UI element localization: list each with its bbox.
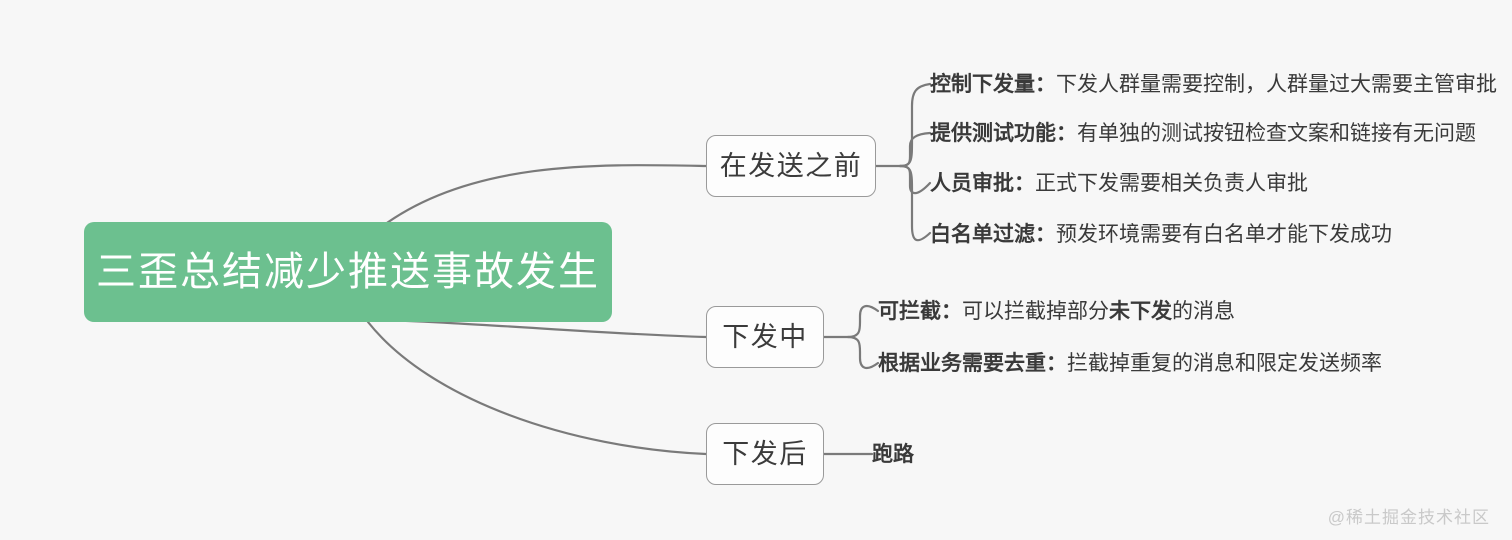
leaf-1-1-value: 拦截掉重复的消息和限定发送频率 (1067, 352, 1382, 375)
leaf-1-0-value: 可以拦截掉部分 (962, 300, 1109, 323)
leaf-0-2-value: 正式下发需要相关负责人审批 (1035, 172, 1308, 195)
leaf-0-1[interactable]: 提供测试功能：有单独的测试按钮检查文案和链接有无问题 (930, 123, 1476, 144)
leaf-2-0-key: 跑路 (872, 443, 914, 466)
edge-branch-0-leaf-0 (898, 82, 932, 168)
branch-node-0[interactable]: 在发送之前 (706, 135, 876, 197)
edge-branch-0-leaf-2 (898, 164, 932, 195)
edge-root-to-branch-2 (366, 320, 708, 456)
leaf-1-0-value-tail: 的消息 (1172, 300, 1235, 323)
leaf-0-0-key: 控制下发量： (930, 73, 1056, 96)
edge-branch-0-leaf-1 (898, 131, 932, 168)
branch-node-1-label: 下发中 (722, 321, 808, 352)
leaf-1-0-key: 可拦截： (878, 300, 962, 323)
leaf-0-1-key: 提供测试功能： (930, 122, 1077, 145)
leaf-0-0-value: 下发人群量需要控制，人群量过大需要主管审批 (1056, 73, 1497, 96)
branch-node-2[interactable]: 下发后 (706, 423, 824, 485)
leaf-0-3-value: 预发环境需要有白名单才能下发成功 (1056, 223, 1392, 246)
leaf-0-1-value: 有单独的测试按钮检查文案和链接有无问题 (1077, 122, 1476, 145)
leaf-0-0[interactable]: 控制下发量：下发人群量需要控制，人群量过大需要主管审批 (930, 74, 1497, 95)
watermark: @稀土掘金技术社区 (1327, 508, 1490, 527)
root-node-label: 三歪总结减少推送事故发生 (96, 250, 600, 294)
leaf-2-0[interactable]: 跑路 (872, 444, 914, 465)
root-node[interactable]: 三歪总结减少推送事故发生 (84, 222, 612, 322)
leaf-0-3[interactable]: 白名单过滤：预发环境需要有白名单才能下发成功 (930, 224, 1392, 245)
leaf-1-1-key: 根据业务需要去重： (878, 352, 1067, 375)
leaf-0-3-key: 白名单过滤： (930, 223, 1056, 246)
branch-node-0-label: 在发送之前 (719, 150, 863, 181)
branch-node-1[interactable]: 下发中 (706, 306, 824, 368)
leaf-1-0-emphasis: 未下发 (1109, 300, 1172, 323)
leaf-0-2[interactable]: 人员审批：正式下发需要相关负责人审批 (930, 173, 1308, 194)
branch-node-2-label: 下发后 (722, 438, 808, 469)
leaf-1-0[interactable]: 可拦截：可以拦截掉部分未下发的消息 (878, 301, 1235, 322)
leaf-1-1[interactable]: 根据业务需要去重：拦截掉重复的消息和限定发送频率 (878, 353, 1382, 374)
leaf-0-2-key: 人员审批： (930, 172, 1035, 195)
edge-branch-1-leaf-1 (846, 335, 880, 370)
edge-branch-1-leaf-0 (846, 304, 880, 339)
edge-branch-0-leaf-3 (898, 164, 932, 242)
edge-root-to-branch-0 (378, 164, 708, 230)
edge-root-to-branch-1 (370, 318, 708, 339)
